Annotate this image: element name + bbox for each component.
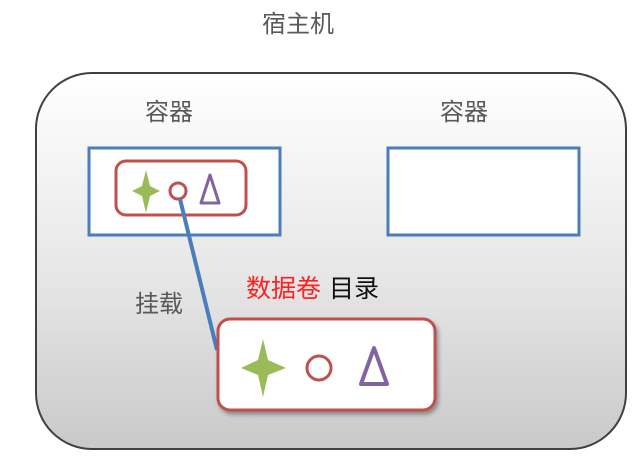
directory-label: 目录 — [329, 274, 380, 303]
star-icon — [241, 339, 286, 397]
triangle-icon — [359, 346, 389, 386]
mount-label: 挂载 — [135, 290, 183, 318]
container-a-title: 容器 — [145, 98, 193, 126]
host-machine-title: 宿主机 — [262, 10, 334, 38]
mount-connector-line — [178, 198, 219, 351]
circle-icon — [305, 354, 333, 382]
star-icon — [132, 170, 160, 213]
triangle-icon — [199, 173, 221, 205]
data-volume-caption: 数据卷目录 — [246, 276, 379, 301]
container-b-box — [386, 146, 581, 237]
data-volume-label: 数据卷 — [246, 274, 322, 303]
data-volume-box — [216, 317, 437, 412]
container-b-title: 容器 — [440, 98, 488, 126]
circle-icon — [168, 181, 188, 201]
